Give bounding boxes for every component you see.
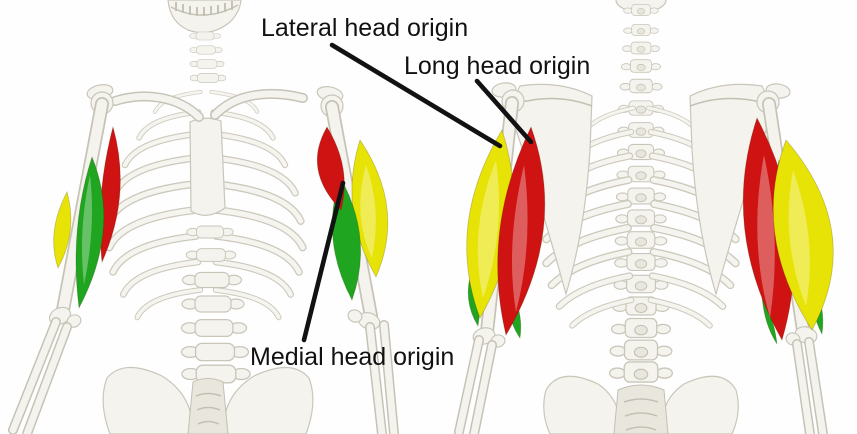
medial-head-leader-line [301,180,346,343]
lateral-head-leader-line [329,42,503,149]
triceps-left-arm-front [53,125,121,310]
vertebra [180,342,250,362]
muscle-highlight [82,175,92,285]
triceps-right-arm-front [316,126,389,301]
left-arm-front [8,91,114,434]
vertebra [610,317,672,339]
muscle-highlight [511,165,528,312]
medial-head-muscle [75,155,105,310]
annotation-lines [301,42,534,343]
long-head-muscle [99,125,121,264]
vertebra [181,295,245,313]
sternum [189,117,226,216]
vertebra [608,361,674,383]
lateral-head-muscle [53,190,72,269]
long-head-muscle [316,126,345,211]
muscle-highlight [757,155,775,318]
long-head-muscle [497,125,546,337]
left-arm-back [742,90,834,434]
pelvis-back [543,375,739,434]
lumbar-spine-front [180,225,251,384]
vertebra [620,59,662,73]
vertebra [181,271,243,289]
skull-front [167,0,242,34]
pelvis-front [102,366,314,434]
lateral-head-muscle [351,139,389,278]
posterior-skeleton [454,0,834,434]
muscle-highlight [788,170,810,306]
spine-back [608,4,674,383]
long-head-leader-line [474,78,534,145]
sacrum [613,384,669,434]
vertebra [189,59,225,69]
lateral-head-muscle [772,139,834,331]
shoulder-girdle-front [86,84,344,122]
muscle-highlight [477,160,500,298]
vertebra [189,45,223,55]
vertebra [623,24,659,36]
cervical-spine-front [189,31,227,83]
vertebra [609,339,673,361]
right-arm-back [454,89,546,434]
vertebra [180,318,248,338]
vertebra [615,209,667,227]
lateral-head-origin-label: Lateral head origin [261,14,469,42]
vertebra [189,31,221,41]
anterior-skeleton [8,0,399,434]
muscle-highlight [360,165,376,258]
vertebra [619,78,663,94]
vertebra [189,73,227,83]
vertebra [622,41,660,55]
vertebra [614,231,668,249]
medial-head-origin-label: Medial head origin [250,343,455,371]
sacrum [187,378,229,434]
long-head-origin-label: Long head origin [404,52,591,80]
